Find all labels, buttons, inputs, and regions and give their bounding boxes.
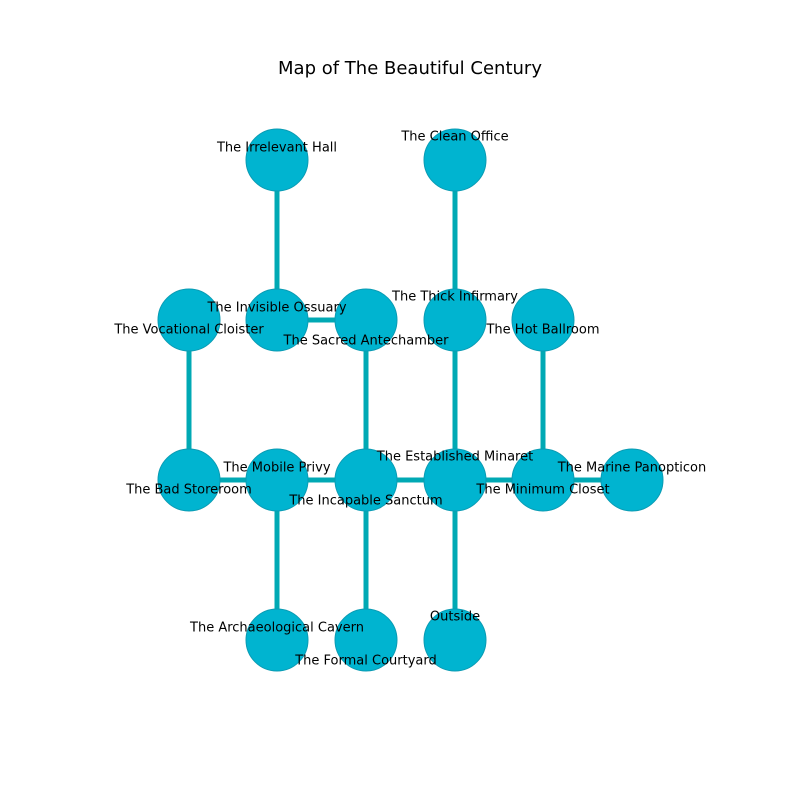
room-label-established_minaret: The Established Minaret	[376, 450, 533, 465]
room-node-sacred_antechamber	[334, 288, 398, 352]
room-label-bad_storeroom: The Bad Storeroom	[125, 483, 252, 498]
room-node-irrelevant_hall	[245, 128, 309, 192]
room-label-thick_infirmary: The Thick Infirmary	[391, 290, 518, 305]
connections-layer	[186, 160, 632, 640]
rooms-layer	[157, 128, 664, 672]
room-label-irrelevant_hall: The Irrelevant Hall	[216, 141, 337, 156]
room-label-formal_courtyard: The Formal Courtyard	[294, 654, 437, 669]
room-node-minimum_closet	[511, 448, 575, 512]
room-label-invisible_ossuary: The Invisible Ossuary	[206, 301, 346, 316]
room-label-hot_ballroom: The Hot Ballroom	[485, 323, 599, 338]
room-label-minimum_closet: The Minimum Closet	[475, 483, 609, 498]
room-node-bad_storeroom	[157, 448, 221, 512]
room-label-mobile_privy: The Mobile Privy	[222, 461, 330, 476]
room-label-vocational_cloister: The Vocational Cloister	[113, 323, 264, 338]
room-node-formal_courtyard	[334, 608, 398, 672]
room-label-archaeological_cavern: The Archaeological Cavern	[189, 621, 364, 636]
room-node-outside	[423, 608, 487, 672]
room-node-hot_ballroom	[511, 288, 575, 352]
room-label-sacred_antechamber: The Sacred Antechamber	[283, 334, 450, 349]
room-label-marine_panopticon: The Marine Panopticon	[557, 461, 707, 476]
room-node-established_minaret	[423, 448, 487, 512]
room-node-invisible_ossuary	[245, 288, 309, 352]
room-node-vocational_cloister	[157, 288, 221, 352]
room-node-incapable_sanctum	[334, 448, 398, 512]
room-node-thick_infirmary	[423, 288, 487, 352]
room-node-clean_office	[423, 128, 487, 192]
room-label-outside: Outside	[430, 610, 480, 625]
room-node-marine_panopticon	[600, 448, 664, 512]
room-label-clean_office: The Clean Office	[400, 130, 508, 145]
map-title: Map of The Beautiful Century	[278, 58, 542, 79]
room-label-incapable_sanctum: The Incapable Sanctum	[288, 494, 442, 509]
room-node-archaeological_cavern	[245, 608, 309, 672]
room-node-mobile_privy	[245, 448, 309, 512]
